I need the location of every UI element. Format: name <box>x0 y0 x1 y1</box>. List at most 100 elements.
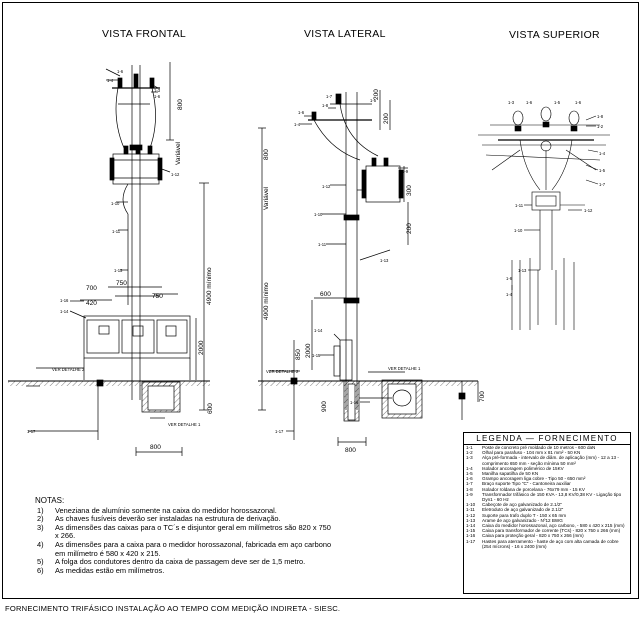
svg-text:1-4: 1-4 <box>506 292 513 297</box>
dim-750-frontal-left: 750 <box>116 280 127 287</box>
note-item: 5)A folga dos condutores dentro da caixa… <box>37 557 306 567</box>
note-item: 4)As dimensões para a caixa para o medid… <box>37 539 332 558</box>
dim-800-frontal-top: 800 <box>177 99 184 110</box>
svg-text:1-11: 1-11 <box>515 203 524 208</box>
dim-800-frontal: 800 <box>150 444 161 451</box>
dim-850-lateral: 850 <box>295 349 302 360</box>
svg-text:1-3: 1-3 <box>154 88 161 93</box>
svg-text:1-6: 1-6 <box>298 110 305 115</box>
lateral-labels: 1-6 1-4 1-7 1-8 1-5 1-9 1-12 1-10 1-11 1… <box>263 89 486 454</box>
svg-text:1-16: 1-16 <box>350 400 359 405</box>
note-item: 1)Veneziana de alumínio somente na caixa… <box>37 505 277 515</box>
svg-text:1-4: 1-4 <box>107 78 114 83</box>
lateral-view <box>258 90 479 446</box>
superior-labels: 1-3 1-6 1-5 1-6 1-8 1-2 1-4 1-5 1-7 1-12… <box>506 100 606 297</box>
svg-text:1-14: 1-14 <box>60 309 69 314</box>
notes-title: NOTAS: <box>35 496 65 505</box>
label-4900-frontal: 4900 mínimo <box>206 267 213 305</box>
label-ver-detalhe-1-lateral: VER DETALHE 1 <box>388 366 421 371</box>
frontal-labels: 1-6 1-4 1-3 1-6 1-12 1-10 1-11 1-13 1-16… <box>27 69 214 451</box>
dim-600-lateral: 600 <box>320 291 331 298</box>
svg-text:1-12: 1-12 <box>584 208 593 213</box>
dim-200-lateral-b: 200 <box>383 113 390 124</box>
dim-900-lateral: 900 <box>321 401 328 412</box>
svg-text:1-10: 1-10 <box>514 228 523 233</box>
svg-text:1-15: 1-15 <box>312 353 321 358</box>
dim-420-frontal: 420 <box>86 300 97 307</box>
dim-700-lateral: 700 <box>479 391 486 402</box>
svg-text:1-2: 1-2 <box>597 124 604 129</box>
label-variavel-lateral: Variável <box>263 186 270 210</box>
drawing-frame <box>2 2 639 599</box>
svg-text:1-6: 1-6 <box>117 69 124 74</box>
svg-text:1-17: 1-17 <box>275 429 284 434</box>
svg-text:1-11: 1-11 <box>112 229 121 234</box>
drawing-footer-title: FORNECIMENTO TRIFÁSICO INSTALAÇÃO AO TEM… <box>5 604 341 613</box>
svg-text:1-9: 1-9 <box>402 169 409 174</box>
svg-text:1-5: 1-5 <box>554 100 561 105</box>
legend-title: LEGENDA — FORNECIMENTO <box>464 433 630 445</box>
svg-text:1-13: 1-13 <box>518 268 527 273</box>
title-vista-lateral: VISTA LATERAL <box>304 28 386 40</box>
note-item: 3)As dimensões das caixas para o TC´s e … <box>37 522 331 541</box>
note-item: 6)As medidas estão em milímetros. <box>37 565 165 575</box>
title-vista-frontal: VISTA FRONTAL <box>102 28 187 40</box>
dim-200-lateral-a: 200 <box>373 89 380 100</box>
label-ver-detalhe-2-frontal: VER DETALHE 2 <box>52 367 85 372</box>
dim-300-lateral: 300 <box>406 185 413 196</box>
svg-text:1-4: 1-4 <box>599 151 606 156</box>
svg-text:1-7: 1-7 <box>599 182 606 187</box>
dim-800-lateral: 800 <box>345 447 356 454</box>
title-vista-superior: VISTA SUPERIOR <box>509 29 600 41</box>
superior-view <box>478 106 610 330</box>
label-4900-lateral: 4900 mínimo <box>263 282 270 320</box>
svg-text:1-4: 1-4 <box>294 122 301 127</box>
label-variavel-frontal: Variável <box>175 141 182 165</box>
dim-200-lateral-c: 200 <box>406 223 413 234</box>
svg-text:1-13: 1-13 <box>114 268 123 273</box>
svg-text:1-6: 1-6 <box>154 94 161 99</box>
svg-text:1-16: 1-16 <box>60 298 69 303</box>
svg-text:1-5: 1-5 <box>370 98 377 103</box>
notes-block: NOTAS: 1)Veneziana de alumínio somente n… <box>35 496 335 575</box>
label-ver-detalhe-2-lateral: VER DETALHE 2 <box>266 369 299 374</box>
svg-text:1-17: 1-17 <box>27 429 36 434</box>
svg-text:1-6: 1-6 <box>526 100 533 105</box>
dim-2000-frontal: 2000 <box>198 340 205 355</box>
svg-text:1-6: 1-6 <box>506 276 513 281</box>
dim-800-lateral-top: 800 <box>263 149 270 160</box>
svg-text:1-6: 1-6 <box>575 100 582 105</box>
svg-text:1-3: 1-3 <box>508 100 515 105</box>
note-item: 2)As chaves fusíveis deverão ser instala… <box>37 514 281 524</box>
svg-text:1-12: 1-12 <box>322 184 331 189</box>
label-ver-detalhe-1-frontal: VER DETALHE 1 <box>168 422 201 427</box>
dim-2000-lateral: 2000 <box>305 343 312 358</box>
dim-700-frontal: 700 <box>86 285 97 292</box>
svg-text:1-8: 1-8 <box>597 114 604 119</box>
svg-text:1-12: 1-12 <box>171 172 180 177</box>
svg-text:1-5: 1-5 <box>599 168 606 173</box>
svg-text:1-11: 1-11 <box>318 242 327 247</box>
svg-text:1-10: 1-10 <box>111 201 120 206</box>
frontal-view <box>8 62 210 456</box>
svg-text:1-8: 1-8 <box>322 103 329 108</box>
